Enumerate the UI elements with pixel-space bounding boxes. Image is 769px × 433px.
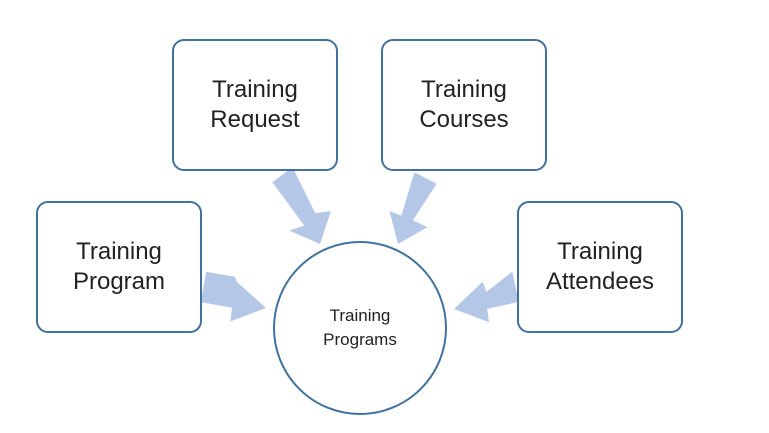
hub-label: Training Programs [323,306,397,349]
node-label: Training Courses [419,76,509,133]
node-label: Training Program [72,238,166,295]
node-training-attendees: Training Attendees [517,201,683,333]
node-label: Training Attendees [545,238,655,295]
arrow-courses-to-center [389,172,437,244]
node-label: Training Request [210,76,300,133]
node-training-request: Training Request [172,39,338,171]
hub-training-programs: Training Programs [273,241,447,415]
arrow-program-to-center [200,271,266,322]
node-training-courses: Training Courses [381,39,547,171]
arrow-request-to-center [272,167,331,244]
node-training-program: Training Program [36,201,202,333]
arrow-attendees-to-center [454,271,519,323]
